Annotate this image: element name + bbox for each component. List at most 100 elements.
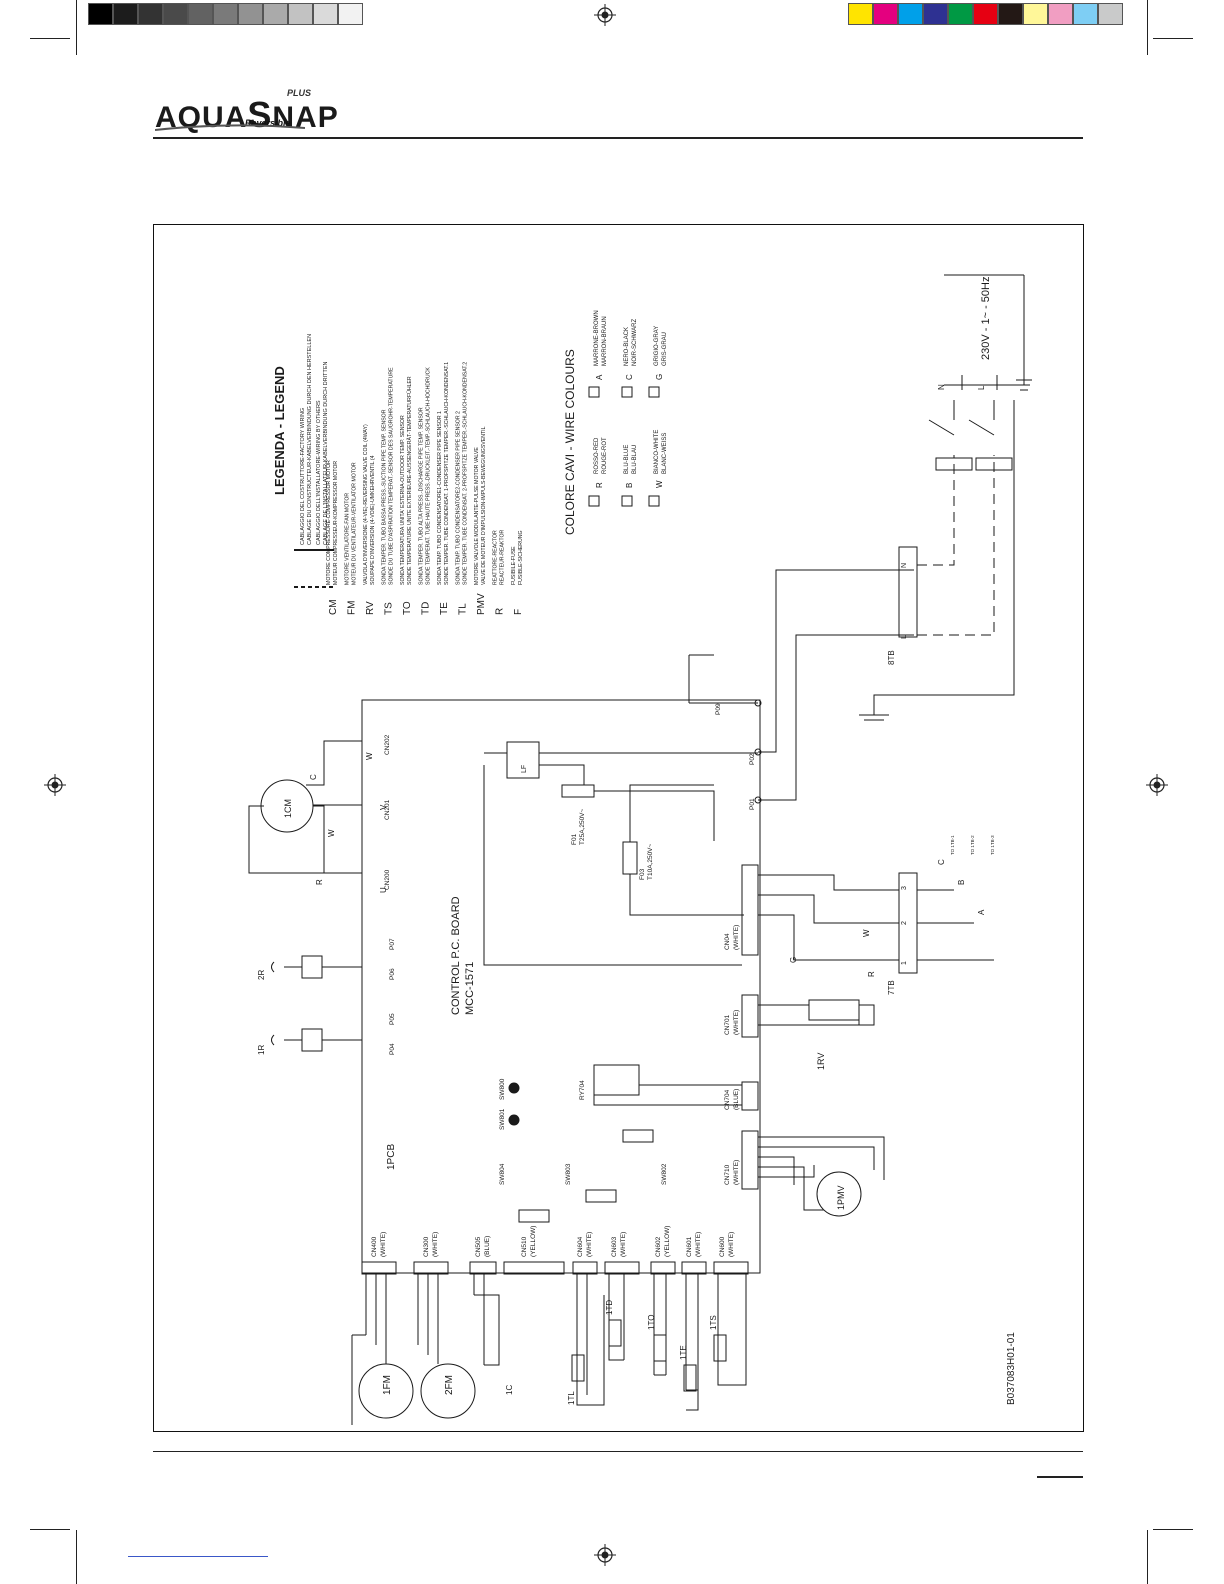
colour-patch xyxy=(238,3,263,25)
lf-filter xyxy=(506,741,540,779)
point-label: P02 xyxy=(749,753,756,765)
registration-mark-bottom xyxy=(594,1544,616,1566)
wire-colour-name: BLANC-WEISS xyxy=(662,433,668,474)
wire-colour-name: NERO-BLACK xyxy=(624,327,630,366)
legend-desc: SONDA TEMP. TUBO CONDENSATORE1-CONDENSER… xyxy=(437,411,443,585)
wire-colour-name: ROSSO-RED xyxy=(594,437,600,474)
pcb-outline xyxy=(361,699,761,1274)
wire-letter: G xyxy=(789,957,798,963)
crop-mark xyxy=(1153,38,1193,39)
cn701 xyxy=(741,994,759,1038)
colour-patch xyxy=(313,3,338,25)
legend-wiring-factory-2: CABLAGE DU CONSTRUCTEUR-KABELVERBINDUNG … xyxy=(307,334,313,545)
registration-mark-right xyxy=(1146,774,1168,796)
component-1fm: 1FM xyxy=(382,1375,393,1395)
colour-patch xyxy=(163,3,188,25)
1pmv-valve xyxy=(816,1171,862,1217)
point-label: P05 xyxy=(389,1013,396,1025)
footer-link-line xyxy=(128,1556,268,1557)
colour-bar xyxy=(848,3,1123,25)
connector-label: CN510 xyxy=(521,1236,528,1257)
fuse-rating: T25A,250V~ xyxy=(579,808,586,845)
wire-colour-code: C xyxy=(625,374,634,380)
wire-colour-name: BIANCO-WHITE xyxy=(654,430,660,474)
brand-reversible: Reversible xyxy=(245,118,291,128)
pcb-label: 1PCB xyxy=(386,1144,397,1170)
wire-colour-code: R xyxy=(595,482,604,488)
crop-mark xyxy=(76,0,77,55)
connector-label: CN600 xyxy=(719,1236,726,1257)
connector-label: CN604 xyxy=(577,1236,584,1257)
legend-desc: SONDE TEMPERATURE UNITE EXTERIEURE-AUSSE… xyxy=(406,376,413,585)
colour-patch xyxy=(1023,3,1048,25)
legend-desc: MOTEUR DU VENTILATEUR-VENTILATOR MOTOR xyxy=(352,462,358,585)
colour-patch xyxy=(88,3,113,25)
component-2fm: 2FM xyxy=(444,1375,455,1395)
8tb-terminal-block xyxy=(898,546,918,638)
legend-code: TD xyxy=(421,602,432,615)
component-1pmv: 1PMV xyxy=(836,1185,846,1210)
component-1c: 1C xyxy=(505,1385,514,1395)
wire-letter: W xyxy=(327,829,336,837)
point-label: P06 xyxy=(389,968,396,980)
legend-desc: SONDA TEMP. TUBO CONDENSATORE2-CONDENSER… xyxy=(456,411,462,585)
wire-letter: R xyxy=(867,971,876,977)
connector-colour: (YELLOW) xyxy=(664,1226,671,1257)
legend-desc: SONDE TEMPERAT. TUBE HAUTE PRESS.-DRUCKL… xyxy=(426,367,432,585)
colour-patch xyxy=(973,3,998,25)
crop-mark xyxy=(76,1530,77,1584)
legend-desc: MOTEUR COMPRESSEUR-KOMPRESSOR MOTOR xyxy=(333,461,339,585)
fuse-label: F01 xyxy=(571,833,578,845)
wire-letter: C xyxy=(937,859,946,865)
terminal-block-label: 8TB xyxy=(887,650,896,665)
legend-desc: FUSIBLE-SICHERUNG xyxy=(518,531,524,585)
1rv-valve xyxy=(808,999,860,1021)
legend-desc: SONDE DU TUBE D'ASPIRATION TEMPERAT.-SEN… xyxy=(389,367,395,585)
connector-label: CN400 xyxy=(371,1236,378,1257)
connector-colour: (WHITE) xyxy=(432,1232,439,1257)
component-1ts: 1TS xyxy=(709,1315,718,1330)
footer-rule xyxy=(153,1451,1083,1452)
legend-desc: REACTEUR-REAKTOR xyxy=(500,530,506,585)
wire-colour-code: A xyxy=(595,374,604,380)
to-indoor-label: TO 1TB-1 xyxy=(950,835,955,855)
legend-wiring-others-1: CABLAGGIO DELL'INSTALLATORE-WIRING BY OT… xyxy=(316,400,322,545)
header-rule xyxy=(153,137,1083,139)
cn710 xyxy=(741,1130,759,1190)
legend-block: LEGENDA - LEGEND xyxy=(272,366,287,495)
wire-letter: V xyxy=(379,804,388,810)
legend-desc: MOTORE VENTILATORE-FAN MOTOR xyxy=(345,493,351,585)
legend-desc: VALVE DE MOTEUR D'IMPULSION-IMPULS-BEWEG… xyxy=(481,426,487,585)
wire-colour-name: MARRONE-BROWN xyxy=(594,310,600,366)
colour-patch xyxy=(848,3,873,25)
legend-desc: SONDA TEMPER. TUBO BASSA PRESS.-SUCTION … xyxy=(382,409,388,585)
terminal-block-label: 7TB xyxy=(887,980,896,995)
wire-letter: A xyxy=(977,909,986,915)
fuse-label: F03 xyxy=(639,868,646,880)
ry704-relay xyxy=(593,1064,640,1096)
legend-desc: MOTORE COMPRESSORE-COMPRESSOR MOTOR xyxy=(326,460,332,585)
connector-label: CN704 xyxy=(724,1089,731,1110)
point-label: CN201 xyxy=(384,799,391,820)
wire-colour-name: BLU-BLAU xyxy=(632,445,638,474)
crop-mark xyxy=(30,38,70,39)
legend-code: TE xyxy=(439,602,450,615)
component-1rv: 1RV xyxy=(816,1053,826,1070)
relay-label: RY704 xyxy=(579,1080,586,1100)
switch-label: SW804 xyxy=(499,1163,506,1185)
legend-code: RV xyxy=(365,601,376,615)
wire-colours-title: COLORE CAVI - WIRE COLOURS xyxy=(563,349,577,535)
legend-code: PMV xyxy=(476,593,487,615)
switch-label: SW803 xyxy=(565,1163,572,1185)
registration-mark-left xyxy=(44,774,66,796)
connector-label: CN04 xyxy=(724,933,731,950)
terminal-label: L xyxy=(901,635,908,639)
wiring-diagram-frame: LEGENDA - LEGEND CABLAGGIO DEL COSTRUTTO… xyxy=(153,224,1084,1432)
registration-mark-top xyxy=(594,4,616,26)
connector-colour: (WHITE) xyxy=(586,1232,593,1257)
switch-label: SW800 xyxy=(499,1078,506,1100)
colour-patch xyxy=(1048,3,1073,25)
colour-patch xyxy=(138,3,163,25)
component-1td: 1TD xyxy=(605,1300,614,1315)
connector-colour: (YELLOW) xyxy=(530,1226,537,1257)
